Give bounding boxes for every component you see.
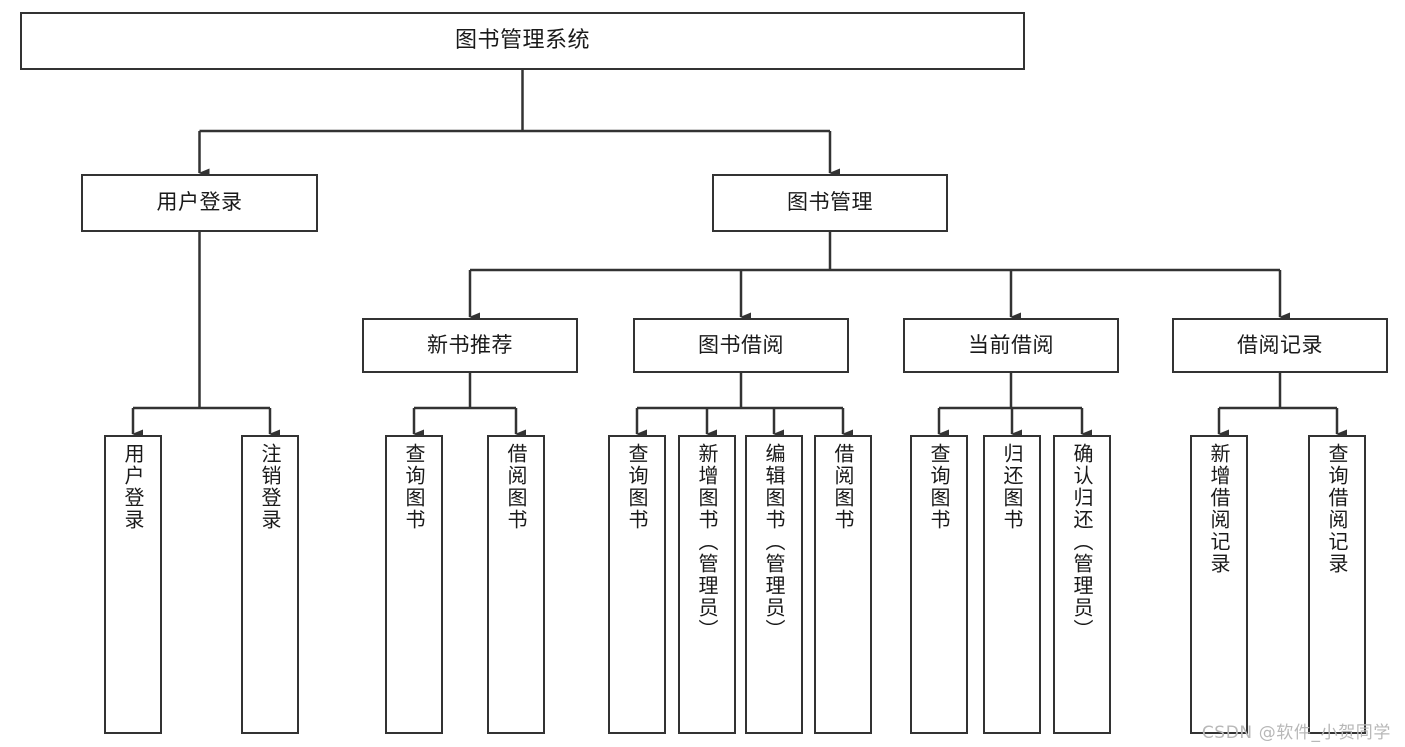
node-book-borrow-label: 图书借阅 <box>698 332 784 357</box>
node-current-borrow-label: 当前借阅 <box>968 332 1054 357</box>
node-leaf-return-book-label: 归还图书 <box>1000 443 1024 531</box>
node-new-book-recommend-label: 新书推荐 <box>427 332 513 357</box>
node-leaf-edit-book[interactable]: 编辑图书（管理员） <box>745 435 803 734</box>
node-leaf-logout[interactable]: 注销登录 <box>241 435 299 734</box>
node-leaf-borrow-book-2-label: 借阅图书 <box>831 443 855 531</box>
node-book-manage-label: 图书管理 <box>787 190 873 215</box>
node-leaf-query-book-1-label: 查询图书 <box>402 443 426 531</box>
node-leaf-user-login[interactable]: 用户登录 <box>104 435 162 734</box>
node-leaf-query-record[interactable]: 查询借阅记录 <box>1308 435 1366 734</box>
node-leaf-add-book-label: 新增图书（管理员） <box>695 443 719 641</box>
node-leaf-add-record-label: 新增借阅记录 <box>1207 443 1231 575</box>
node-leaf-edit-book-label: 编辑图书（管理员） <box>762 443 786 641</box>
node-new-book-recommend[interactable]: 新书推荐 <box>362 318 578 373</box>
node-user-login-label: 用户登录 <box>156 190 243 215</box>
node-borrow-record-label: 借阅记录 <box>1237 332 1323 357</box>
node-root-book-management-system[interactable]: 图书管理系统 <box>20 12 1025 70</box>
node-book-manage[interactable]: 图书管理 <box>712 174 948 232</box>
node-leaf-return-book[interactable]: 归还图书 <box>983 435 1041 734</box>
node-leaf-borrow-book-2[interactable]: 借阅图书 <box>814 435 872 734</box>
node-leaf-confirm-return-label: 确认归还（管理员） <box>1070 443 1094 641</box>
node-leaf-query-book-1[interactable]: 查询图书 <box>385 435 443 734</box>
node-leaf-borrow-book-1[interactable]: 借阅图书 <box>487 435 545 734</box>
node-leaf-add-book[interactable]: 新增图书（管理员） <box>678 435 736 734</box>
watermark-credit: CSDN @软件_小贺同学 <box>1201 723 1391 743</box>
node-root-label: 图书管理系统 <box>454 27 590 53</box>
node-leaf-borrow-book-1-label: 借阅图书 <box>504 443 528 531</box>
node-borrow-record[interactable]: 借阅记录 <box>1172 318 1388 373</box>
node-leaf-add-record[interactable]: 新增借阅记录 <box>1190 435 1248 734</box>
node-leaf-query-book-2-label: 查询图书 <box>625 443 649 531</box>
node-leaf-user-login-label: 用户登录 <box>121 443 145 531</box>
node-leaf-logout-label: 注销登录 <box>258 443 282 531</box>
node-current-borrow[interactable]: 当前借阅 <box>903 318 1119 373</box>
node-leaf-query-book-2[interactable]: 查询图书 <box>608 435 666 734</box>
node-book-borrow[interactable]: 图书借阅 <box>633 318 849 373</box>
node-leaf-query-book-3-label: 查询图书 <box>927 443 951 531</box>
node-user-login[interactable]: 用户登录 <box>81 174 318 232</box>
node-leaf-query-record-label: 查询借阅记录 <box>1325 443 1349 575</box>
node-leaf-query-book-3[interactable]: 查询图书 <box>910 435 968 734</box>
node-leaf-confirm-return[interactable]: 确认归还（管理员） <box>1053 435 1111 734</box>
